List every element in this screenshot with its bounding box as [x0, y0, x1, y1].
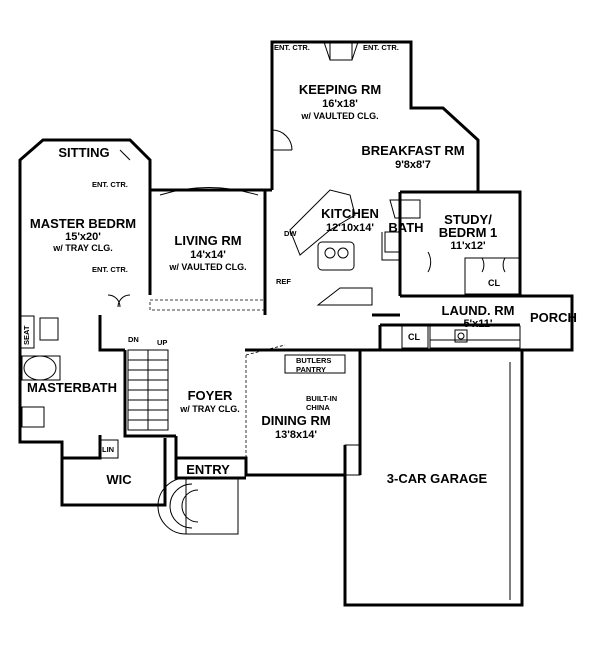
- linen-closet-label: LIN: [102, 445, 114, 454]
- laundry-closet-label: CL: [408, 332, 420, 342]
- master-bedroom-note: w/ TRAY CLG.: [52, 243, 113, 253]
- living-room-note: w/ VAULTED CLG.: [168, 262, 246, 272]
- study-size: 11'x12': [450, 240, 486, 252]
- master-ent-ctr-label-1: ENT. CTR.: [92, 180, 128, 189]
- masterbath-label: MASTERBATH: [27, 380, 117, 395]
- ent-ctr-label-2: ENT. CTR.: [363, 43, 399, 52]
- keeping-room-note: w/ VAULTED CLG.: [300, 111, 378, 121]
- laundry-name: LAUND. RM: [442, 303, 515, 318]
- master-bedroom-name: MASTER BEDRM: [30, 216, 136, 231]
- room-labels: ENT. CTR. ENT. CTR. KEEPING RM 16'x18' w…: [22, 43, 577, 487]
- keeping-room-size: 16'x18': [322, 98, 358, 110]
- foyer-note: w/ TRAY CLG.: [179, 404, 240, 414]
- laundry-size: 5'x11': [463, 318, 492, 330]
- dishwasher-label: DW: [284, 229, 297, 238]
- butlers-pantry-label-1: BUTLERS: [296, 356, 331, 365]
- dining-room-name: DINING RM: [261, 413, 330, 428]
- study-name-2: BEDRM 1: [439, 225, 498, 240]
- living-room-name: LIVING RM: [174, 233, 241, 248]
- seat-label: SEAT: [22, 325, 31, 345]
- study-name: STUDY/: [444, 212, 492, 227]
- ent-ctr-label-1: ENT. CTR.: [274, 43, 310, 52]
- refrigerator-label: REF: [276, 277, 291, 286]
- foyer-name: FOYER: [188, 388, 233, 403]
- breakfast-room-name: BREAKFAST RM: [361, 143, 464, 158]
- bath-label: BATH: [388, 220, 423, 235]
- walk-in-closet-label: WIC: [106, 472, 132, 487]
- kitchen-name: KITCHEN: [321, 206, 379, 221]
- dining-room-size: 13'8x14': [275, 429, 317, 441]
- living-room-size: 14'x14': [190, 249, 226, 261]
- builtin-china-label-2: CHINA: [306, 403, 330, 412]
- stairs-up-label: UP: [157, 338, 167, 347]
- butlers-pantry-label-2: PANTRY: [296, 365, 326, 374]
- study-closet-label: CL: [488, 278, 500, 288]
- master-ent-ctr-label-2: ENT. CTR.: [92, 265, 128, 274]
- interior-details: [19, 41, 523, 600]
- keeping-room-name: KEEPING RM: [299, 82, 381, 97]
- porch-label: PORCH: [530, 310, 577, 325]
- garage-label: 3-CAR GARAGE: [387, 471, 488, 486]
- entry-label: ENTRY: [186, 462, 230, 477]
- breakfast-room-size: 9'8x8'7: [395, 159, 431, 171]
- stairs-down-label: DN: [128, 335, 139, 344]
- master-bedroom-size: 15'x20': [65, 231, 101, 243]
- kitchen-size: 12'10x14': [326, 222, 374, 234]
- builtin-china-label-1: BUILT-IN: [306, 394, 337, 403]
- sitting-label: SITTING: [58, 145, 109, 160]
